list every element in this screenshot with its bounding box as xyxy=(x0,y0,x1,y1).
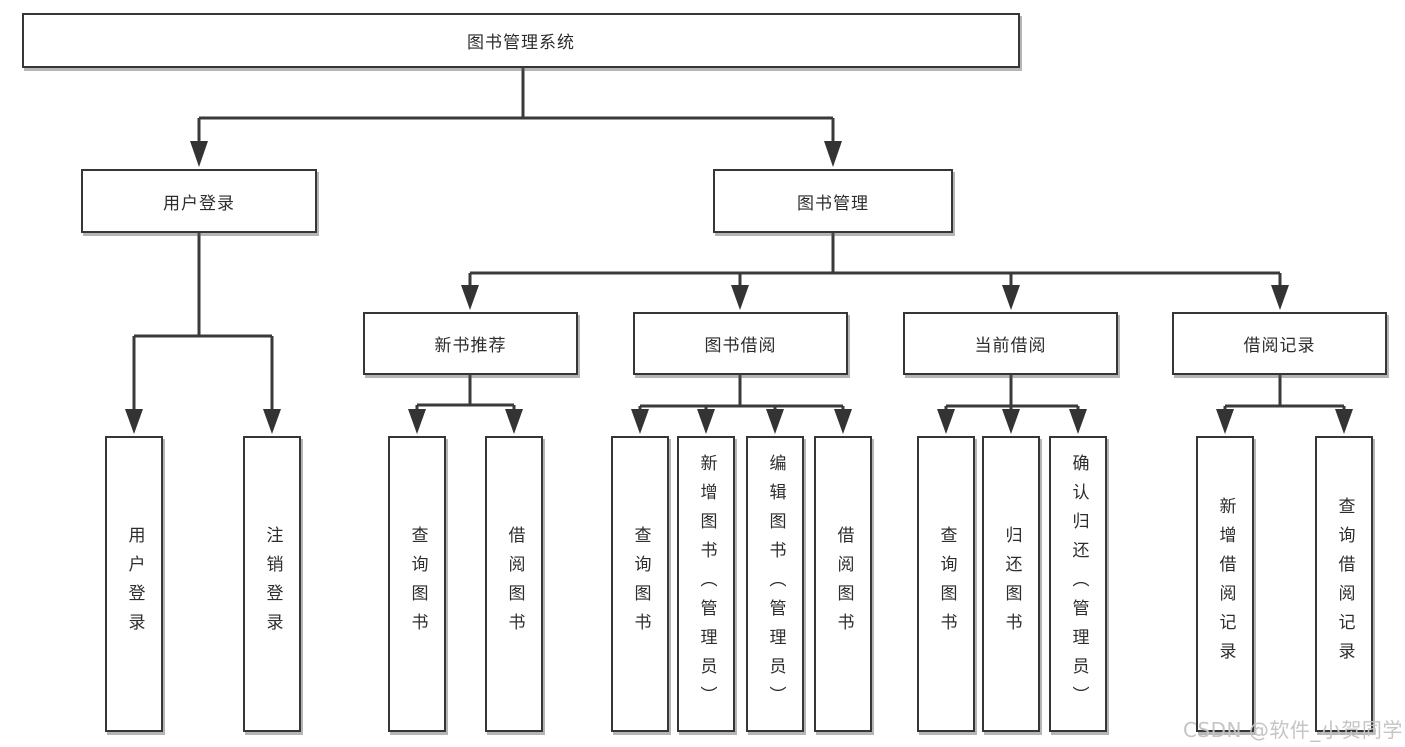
leaf-logout: 注销登录 xyxy=(243,436,301,732)
arrowhead-icons xyxy=(125,141,1353,434)
leaf-search-book-recommend-label: 查询图书 xyxy=(407,526,428,642)
leaf-borrow-book-recommend: 借阅图书 xyxy=(485,436,543,732)
leaf-search-book-borrow-label: 查询图书 xyxy=(630,526,651,642)
leaf-confirm-return-admin-label: 确认归还（管理员） xyxy=(1068,453,1089,715)
leaf-search-borrow-record-label: 查询借阅记录 xyxy=(1334,497,1355,671)
leaf-search-book-recommend: 查询图书 xyxy=(388,436,446,732)
node-root-system-label: 图书管理系统 xyxy=(467,33,575,53)
leaf-add-book-admin: 新增图书（管理员） xyxy=(677,436,735,732)
leaf-confirm-return-admin: 确认归还（管理员） xyxy=(1049,436,1107,732)
leaf-add-borrow-record-label: 新增借阅记录 xyxy=(1215,497,1236,671)
leaf-logout-label: 注销登录 xyxy=(262,526,283,642)
csdn-watermark: CSDN @软件_小贺同学 xyxy=(1183,718,1403,742)
node-book-borrow: 图书借阅 xyxy=(633,312,848,375)
leaf-search-book-current-label: 查询图书 xyxy=(936,526,957,642)
leaf-borrow-book: 借阅图书 xyxy=(814,436,872,732)
node-book-management: 图书管理 xyxy=(713,169,953,233)
leaf-user-login: 用户登录 xyxy=(105,436,163,732)
node-user-login: 用户登录 xyxy=(81,169,317,233)
node-book-management-label: 图书管理 xyxy=(797,193,869,214)
leaf-return-book-label: 归还图书 xyxy=(1001,526,1022,642)
leaf-add-borrow-record: 新增借阅记录 xyxy=(1196,436,1254,732)
leaf-search-borrow-record: 查询借阅记录 xyxy=(1315,436,1373,732)
leaf-edit-book-admin: 编辑图书（管理员） xyxy=(746,436,804,732)
leaf-search-book-current: 查询图书 xyxy=(917,436,975,732)
leaf-user-login-label: 用户登录 xyxy=(124,526,145,642)
node-current-borrow-label: 当前借阅 xyxy=(974,336,1047,356)
node-new-book-recommend: 新书推荐 xyxy=(363,312,578,375)
node-user-login-label: 用户登录 xyxy=(163,193,235,214)
node-borrow-records: 借阅记录 xyxy=(1172,312,1387,375)
leaf-search-book-borrow: 查询图书 xyxy=(611,436,669,732)
leaf-borrow-book-label: 借阅图书 xyxy=(833,526,854,642)
node-borrow-records-label: 借阅记录 xyxy=(1243,336,1316,356)
node-book-borrow-label: 图书借阅 xyxy=(704,336,777,356)
leaf-borrow-book-recommend-label: 借阅图书 xyxy=(504,526,525,642)
node-new-book-recommend-label: 新书推荐 xyxy=(434,336,507,356)
leaf-add-book-admin-label: 新增图书（管理员） xyxy=(696,453,717,715)
node-root-system: 图书管理系统 xyxy=(22,13,1020,68)
leaf-return-book: 归还图书 xyxy=(982,436,1040,732)
leaf-edit-book-admin-label: 编辑图书（管理员） xyxy=(765,453,786,715)
node-current-borrow: 当前借阅 xyxy=(903,312,1118,375)
